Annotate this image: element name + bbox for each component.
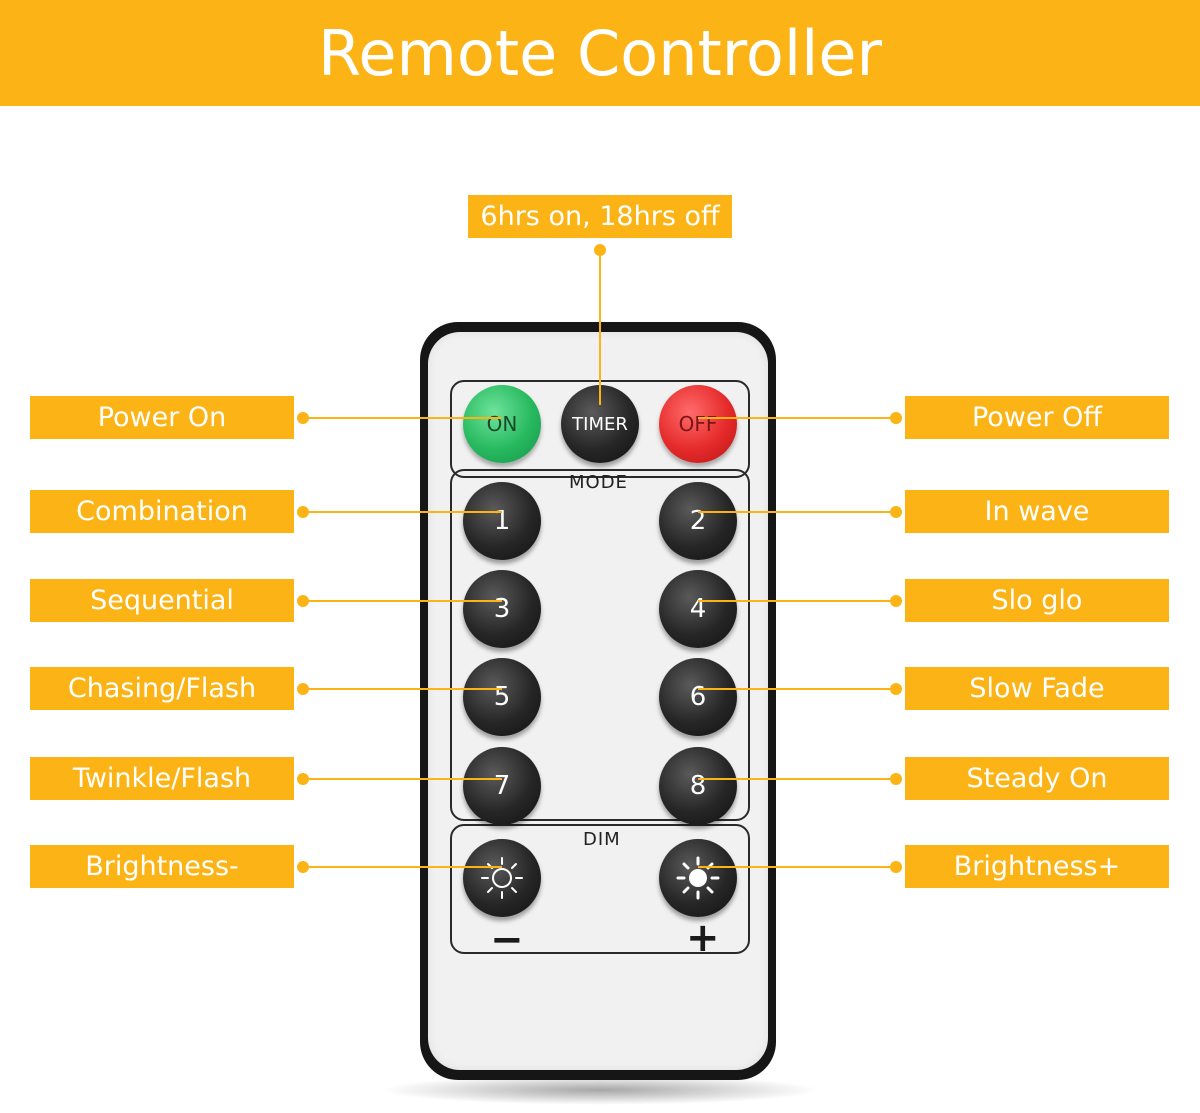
on-button[interactable]: ON — [463, 385, 541, 463]
dim-plus-dot — [890, 861, 902, 873]
mode-6-dot — [890, 683, 902, 695]
timer-callout: 6hrs on, 18hrs off — [468, 195, 732, 238]
power-off-dot — [890, 412, 902, 424]
mode-2-dot — [890, 506, 902, 518]
off-button-label: OFF — [678, 412, 718, 436]
mode-3-dot — [297, 595, 309, 607]
mode-8-callout: Steady On — [905, 757, 1169, 800]
mode-6-callout: Slow Fade — [905, 667, 1169, 710]
mode-1-dot — [297, 506, 309, 518]
timer-button-label: TIMER — [572, 413, 628, 435]
sun-outline-icon — [481, 857, 523, 899]
off-button[interactable]: OFF — [659, 385, 737, 463]
dim-heading: DIM — [583, 829, 621, 850]
mode-8-button[interactable]: 8 — [659, 747, 737, 825]
mode-heading: MODE — [569, 472, 628, 493]
page-title: Remote Controller — [318, 16, 882, 90]
dim-group-box — [450, 824, 750, 954]
minus-sign: − — [490, 917, 524, 963]
mode-5-dot — [297, 683, 309, 695]
mode-5-button[interactable]: 5 — [463, 658, 541, 736]
mode-4-button[interactable]: 4 — [659, 570, 737, 648]
power-on-label: Power On — [30, 396, 294, 439]
dim-minus-button[interactable] — [463, 839, 541, 917]
mode-6-button[interactable]: 6 — [659, 658, 737, 736]
mode-7-dot — [297, 773, 309, 785]
mode-group-box — [450, 469, 750, 821]
remote-face: ON TIMER OFF MODE 1 2 3 4 5 6 7 8 DIM — [428, 332, 768, 1070]
mode-2-label: 2 — [689, 506, 707, 536]
on-button-label: ON — [486, 412, 518, 436]
dim-plus-button[interactable] — [659, 839, 737, 917]
brightness-minus-callout: Brightness- — [30, 845, 294, 888]
mode-5-callout: Chasing/Flash — [30, 667, 294, 710]
dim-minus-dot — [297, 861, 309, 873]
mode-1-button[interactable]: 1 — [463, 482, 541, 560]
mode-2-callout: In wave — [905, 490, 1169, 533]
mode-2-button[interactable]: 2 — [659, 482, 737, 560]
mode-7-callout: Twinkle/Flash — [30, 757, 294, 800]
title-banner: Remote Controller — [0, 0, 1200, 106]
brightness-plus-callout: Brightness+ — [905, 845, 1169, 888]
timer-connector-dot — [594, 244, 606, 256]
mode-8-dot — [890, 773, 902, 785]
mode-4-dot — [890, 595, 902, 607]
mode-4-callout: Slo glo — [905, 579, 1169, 622]
mode-1-label: 1 — [493, 506, 511, 536]
mode-3-button[interactable]: 3 — [463, 570, 541, 648]
sun-filled-icon — [676, 856, 720, 900]
remote-body: ON TIMER OFF MODE 1 2 3 4 5 6 7 8 DIM — [420, 322, 776, 1080]
plus-sign: + — [686, 915, 720, 961]
remote-shadow — [380, 1075, 820, 1105]
power-on-dot — [297, 412, 309, 424]
mode-1-callout: Combination — [30, 490, 294, 533]
mode-3-callout: Sequential — [30, 579, 294, 622]
power-off-label: Power Off — [905, 396, 1169, 439]
